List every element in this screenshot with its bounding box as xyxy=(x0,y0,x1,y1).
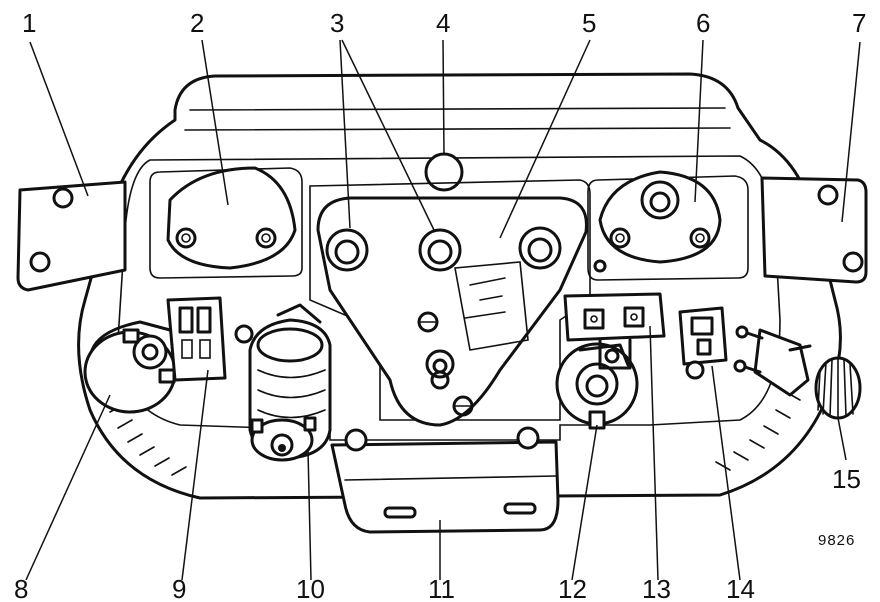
callout-14: 14 xyxy=(726,574,755,602)
callout-5: 5 xyxy=(582,8,596,38)
right-mounting-bracket xyxy=(760,176,868,284)
callout-9: 9 xyxy=(172,574,186,602)
knurled-knob xyxy=(814,356,862,420)
callout-3: 3 xyxy=(330,8,344,38)
switch-connector-block xyxy=(166,296,254,382)
callout-6: 6 xyxy=(696,8,710,38)
left-mounting-bracket xyxy=(16,180,127,292)
callout-12: 12 xyxy=(558,574,587,602)
panel-light-switch xyxy=(83,320,177,414)
callout-7: 7 xyxy=(852,8,866,38)
left-gauge-housing xyxy=(149,166,303,279)
direction-indicator-switch xyxy=(555,342,639,430)
central-speedometer-plate xyxy=(309,179,591,427)
callout-2: 2 xyxy=(190,8,204,38)
callout-leaders xyxy=(25,39,861,581)
callout-4: 4 xyxy=(436,8,450,38)
warning-lamp-holder-centre xyxy=(418,228,462,272)
callout-labels: 1 2 3 4 5 6 7 8 9 10 11 12 13 14 15 9826 xyxy=(14,8,866,602)
ignition-rotary-switch xyxy=(248,303,332,462)
lower-mounting-bracket xyxy=(330,426,560,534)
callout-11: 11 xyxy=(428,574,455,602)
callout-15: 15 xyxy=(832,464,861,494)
callout-1: 1 xyxy=(22,8,36,38)
twin-pipe-connector xyxy=(733,325,812,397)
panel-light-hole xyxy=(424,152,464,192)
callout-13: 13 xyxy=(642,574,671,602)
warning-lamp-holder-right xyxy=(518,226,562,270)
warning-light-unit xyxy=(678,306,728,380)
right-gauge-housing xyxy=(587,170,749,281)
callout-10: 10 xyxy=(296,574,325,602)
warning-lamp-holder-left xyxy=(325,228,369,272)
terminal-block xyxy=(563,292,666,370)
callout-8: 8 xyxy=(14,574,28,602)
figure-reference-number: 9826 xyxy=(818,532,855,549)
